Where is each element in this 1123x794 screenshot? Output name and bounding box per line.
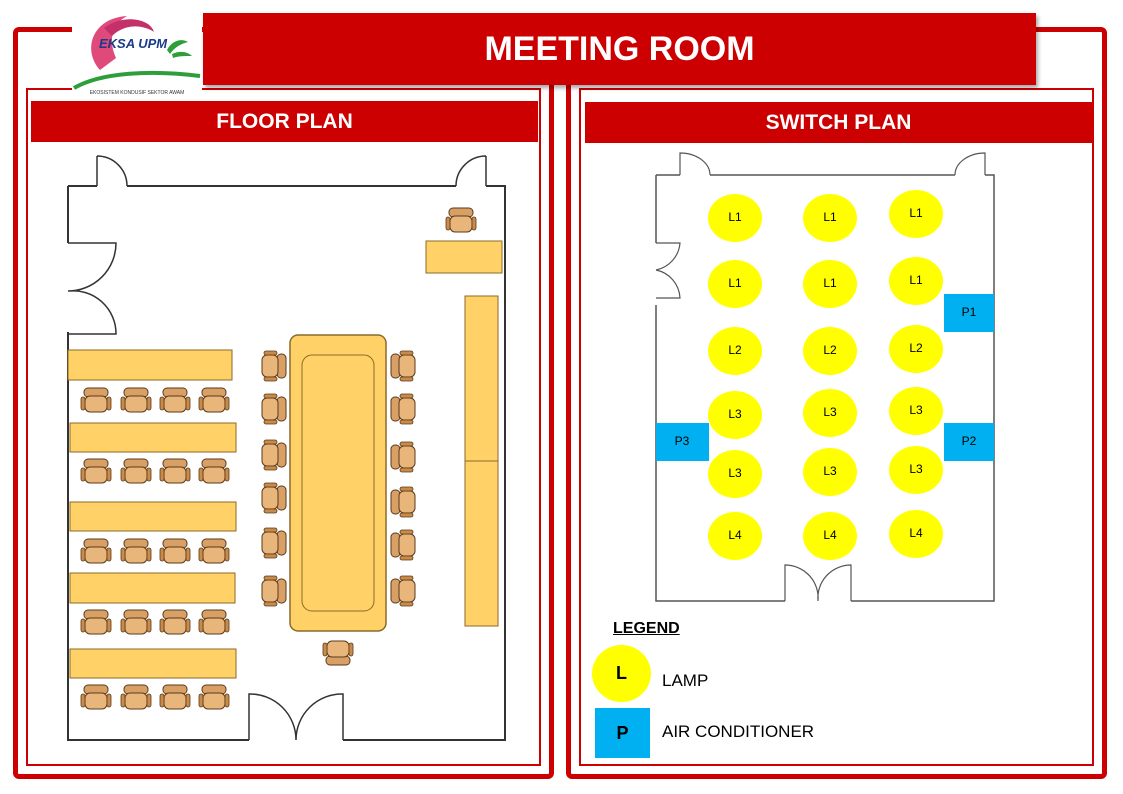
floor-plan-title: FLOOR PLAN — [31, 101, 538, 142]
floor-plan-inner-frame — [26, 88, 541, 766]
page-title: MEETING ROOM — [203, 13, 1036, 85]
legend-lamp-key: L — [592, 645, 651, 702]
legend-ac-key: P — [595, 708, 650, 758]
legend-ac-label: AIR CONDITIONER — [662, 722, 815, 741]
legend-lamp-key-text: L — [616, 663, 627, 683]
logo-tagline: EKOSISTEM KONDUSIF SEKTOR AWAM — [90, 90, 185, 96]
logo-brand-text: EKSA UPM — [99, 36, 168, 51]
switch-plan-title: SWITCH PLAN — [585, 102, 1092, 143]
switch-plan-inner-frame — [579, 88, 1094, 766]
legend-ac-key-text: P — [616, 722, 629, 743]
legend-title: LEGEND — [613, 620, 680, 637]
legend-lamp-label: LAMP — [662, 671, 709, 690]
eksa-upm-logo: EKSA UPM EKOSISTEM KONDUSIF SEKTOR AWAM — [72, 10, 202, 96]
